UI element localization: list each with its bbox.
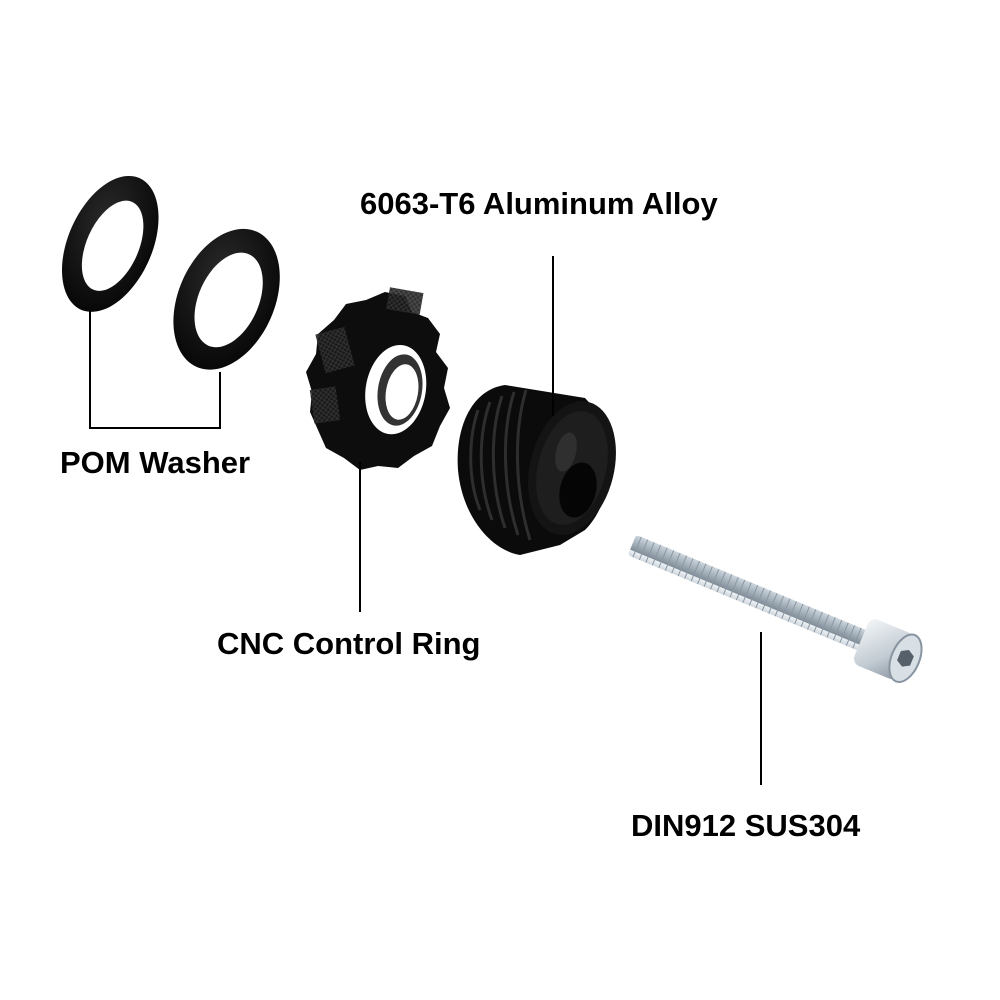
label-pom-washer: POM Washer (60, 445, 251, 480)
pom-washer-1 (62, 175, 159, 312)
aluminum-threaded-plug (457, 385, 616, 555)
cnc-control-ring (306, 287, 450, 470)
label-cnc-control-ring: CNC Control Ring (217, 626, 481, 661)
leader-lines (89, 256, 762, 785)
label-aluminum-alloy: 6063-T6 Aluminum Alloy (360, 186, 718, 221)
din912-bolt (628, 535, 923, 683)
leader-pom-washer (89, 310, 221, 429)
pom-washer-2 (173, 228, 280, 370)
label-din912-bolt: DIN912 SUS304 (631, 808, 861, 843)
